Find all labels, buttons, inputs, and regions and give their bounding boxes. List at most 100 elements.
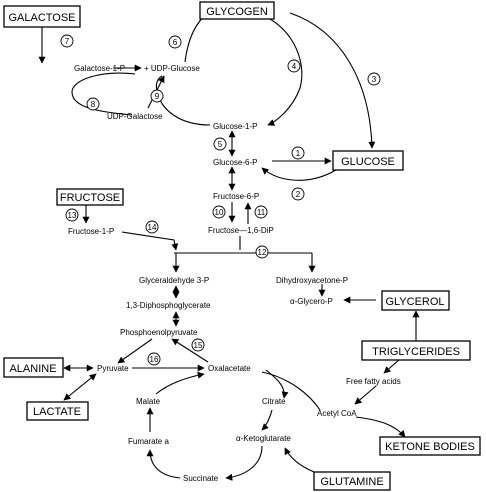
acetyl-coa-label: Acetyl CoA [317,409,357,418]
svg-text:10: 10 [215,208,224,217]
glucose-6-p-label: Glucose-6-P [213,158,257,167]
step-marker-13: 13 [65,208,79,222]
udp-galactose-label: UDP-Galactose [107,112,163,121]
step-marker-2: 2 [291,187,305,201]
arrow-loop-8 [71,72,136,116]
arrow-oaa-to-pep [171,338,209,363]
arrow-glc1p-to-udp [155,75,211,126]
svg-text:12: 12 [258,248,267,257]
glucose-1-p-label: Glucose-1-P [213,122,257,131]
svg-text:13: 13 [68,211,77,220]
arrow-udpglc-to-glycogen [184,12,209,63]
svg-text:15: 15 [194,341,203,350]
dihydroxyacetone-p-label: Dihydroxyacetone-P [276,276,348,285]
arrow-pep-to-pyruvate [117,338,153,364]
glycerol-box [381,290,450,311]
arrow-oaa-to-citrate [265,369,289,399]
arrow-fru1p-to-triose [121,231,179,251]
svg-text:3: 3 [372,75,377,84]
boxed-compounds: GALACTOSE GLYCOGEN GLUCOSE FRUCTOSE GLYC… [3,1,481,491]
fructose-1-p-label: Fructose-1-P [68,227,114,236]
alanine-label: ALANINE [9,363,56,375]
step-markers: 1 2 3 4 5 6 7 8 9 10 11 12 13 14 15 16 [60,34,381,366]
step-marker-14: 14 [145,220,159,234]
arrow-succinate-to-fumarate [146,449,181,479]
svg-text:4: 4 [292,62,297,71]
svg-text:8: 8 [91,100,96,109]
malate-label: Malate [136,397,161,406]
metabolite-labels: Galactose-1-P + UDP-Glucose UDP-Galactos… [68,64,401,483]
arrow-citrate-to-akg [261,409,273,431]
svg-text:1: 1 [296,149,301,158]
arrow-glucose-to-glc6p [261,167,337,181]
citrate-label: Citrate [262,397,286,406]
svg-text:16: 16 [150,355,159,364]
triglycerides-box [361,340,471,361]
glyceraldehyde-3-p-label: Glyceraldehyde 3-P [139,276,209,285]
glycerol-label: GLYCEROL [385,296,444,308]
phosphoenolpyruvate-label: Phosphoenolpyruvate [120,328,198,337]
arrow-glycogen-to-glucose [289,12,376,149]
line-oaa-to-acoa [261,371,321,411]
glycogen-box [199,1,275,20]
fructose-6-p-label: Fructose-6-P [213,192,259,201]
svg-text:11: 11 [257,208,266,217]
oxalacetate-label: Oxalacetate [208,364,251,373]
fructose-label: FRUCTOSE [60,192,120,204]
step-marker-10: 10 [212,205,226,219]
svg-text:5: 5 [218,140,223,149]
arrow-acoa-to-ketones [355,416,406,438]
alpha-glycero-p-label: α-Glycero-P [290,297,333,306]
arrow-akg-to-succinate [225,445,263,481]
svg-text:7: 7 [65,37,70,46]
galactose-label: GALACTOSE [8,12,75,24]
succinate-label: Succinate [183,474,219,483]
step-marker-4: 4 [287,59,301,73]
alanine-box [3,357,64,378]
alpha-ketoglutarate-label: α-Ketoglutarate [236,434,291,443]
fructose-box [56,188,124,206]
arrow-glutamine-to-akg [284,447,315,473]
step-marker-11: 11 [254,205,268,219]
galactose-box [3,5,81,28]
glutamine-label: GLUTAMINE [320,476,383,488]
step-marker-3: 3 [367,72,381,86]
free-fatty-acids-label: Free fatty acids [346,377,401,386]
udp-glucose-label: + UDP-Glucose [144,64,200,73]
glycogen-label: GLYCOGEN [206,6,268,18]
galactose-1-p-label: Galactose-1-P [74,64,125,73]
fumarate-label: Fumarate a [128,437,169,446]
step-marker-1: 1 [291,146,305,160]
ketone-bodies-box [379,436,481,456]
arrow-lactate-pyruvate [63,373,97,401]
step-marker-7: 7 [60,34,74,48]
svg-text:9: 9 [155,92,160,101]
svg-text:14: 14 [148,223,157,232]
step-marker-8: 8 [86,97,100,111]
svg-text:6: 6 [173,38,178,47]
step-marker-9: 9 [150,89,164,103]
arrow-malate-to-oaa [155,371,205,395]
glutamine-box [313,471,391,491]
step-marker-16: 16 [147,352,161,366]
arrow-glycogen-to-glc1p [254,12,303,126]
step-marker-5: 5 [213,137,227,151]
step-marker-12: 12 [255,245,269,259]
diphosphoglycerate-label: 1,3-Diphosphoglycerate [126,301,211,310]
svg-text:2: 2 [296,190,301,199]
pyruvate-label: Pyruvate [97,364,129,373]
lactate-box [26,401,89,421]
step-marker-6: 6 [168,35,182,49]
pathway-arrows [38,12,420,481]
glucose-label: GLUCOSE [341,156,395,168]
step-marker-15: 15 [191,338,205,352]
arrow-ffa-to-acoa [354,385,377,405]
glucose-box [332,150,404,171]
ketone-bodies-label: KETONE BODIES [385,441,475,453]
arrow-tg-to-ffa [383,358,401,374]
lactate-label: LACTATE [33,406,81,418]
triglycerides-label: TRIGLYCERIDES [372,346,460,358]
fructose-16-dip-label: Fructose—1,6-DiP [208,226,274,235]
